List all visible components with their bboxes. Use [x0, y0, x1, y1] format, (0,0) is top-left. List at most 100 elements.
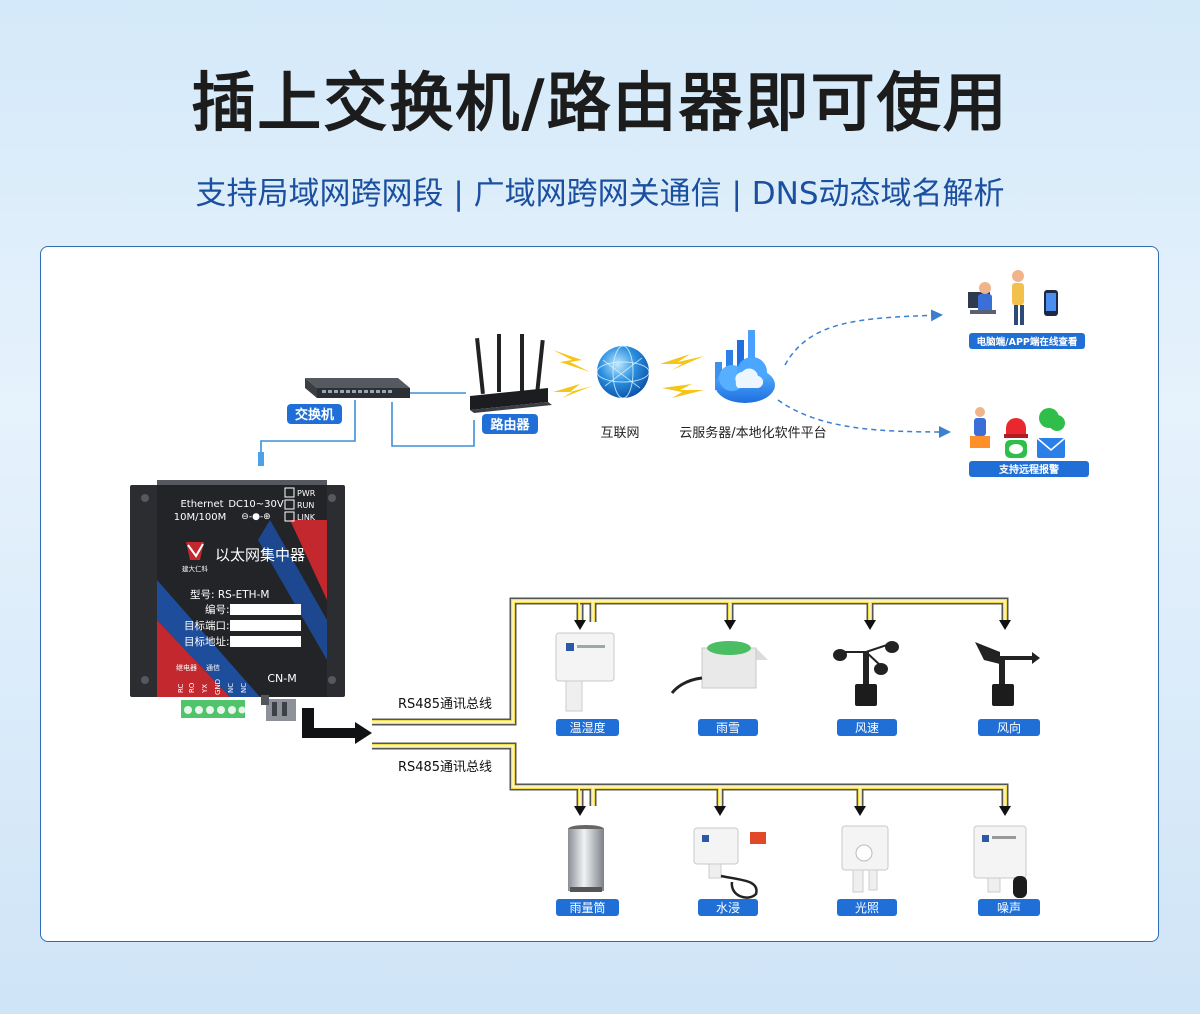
sensor-label: 水浸	[716, 901, 740, 915]
bus-label-1: RS485通讯总线	[398, 697, 492, 712]
alarm-label-bg	[969, 461, 1089, 477]
lightning-icon	[553, 350, 590, 372]
arrow-down-icon	[574, 620, 586, 630]
field-no-label: 编号:	[205, 603, 230, 616]
temp-humidity-sensor-icon	[555, 632, 615, 712]
sensor-label-bg	[837, 899, 897, 916]
power-label: DC10~30V	[228, 499, 284, 510]
rain-gauge-icon	[568, 825, 604, 892]
arrow-down-icon	[999, 620, 1011, 630]
internet-globe-icon	[596, 345, 650, 399]
light-sensor-icon	[841, 825, 889, 893]
speed-label: 10M/100M	[174, 512, 226, 523]
page-subtitle: 支持局域网跨网段 | 广域网跨网关通信 | DNS动态域名解析	[195, 176, 1005, 212]
person-icon	[1012, 270, 1024, 282]
switch-label-bg	[287, 404, 342, 424]
rain-snow-sensor-icon	[670, 641, 768, 694]
switch-label: 交换机	[295, 407, 334, 423]
bus-line-2	[372, 742, 584, 806]
view-label-bg	[969, 333, 1085, 349]
ethernet-label: Ethernet	[180, 499, 223, 510]
view-label: 电脑端/APP端在线查看	[977, 336, 1078, 348]
led-link-indicator	[284, 511, 295, 522]
sensor-label-bg	[978, 719, 1040, 736]
field-no-box	[230, 604, 301, 615]
lightning-icon	[662, 384, 704, 398]
arrow-down-icon	[574, 806, 586, 816]
field-addr-label: 目标地址:	[184, 635, 230, 648]
sensor-label: 雨雪	[716, 721, 740, 735]
pin-label: NC	[227, 683, 235, 693]
arrow-to-view	[784, 309, 943, 366]
arrow-down-icon	[999, 806, 1011, 816]
brand-sub: 建大仁科	[182, 564, 209, 573]
cloud-label: 云服务器/本地化软件平台	[679, 425, 826, 441]
sensor-label: 雨量筒	[569, 900, 605, 915]
led-run-indicator	[284, 499, 295, 510]
sensor-label: 风速	[855, 721, 879, 735]
brand-name: 以太网集中器	[215, 546, 305, 564]
bus-line-1	[372, 597, 584, 726]
pin-label: RO	[188, 682, 196, 693]
router-label: 路由器	[490, 417, 530, 433]
pin-labels: RC RO YX GND NC NC	[177, 679, 248, 695]
sensor-label-bg	[978, 899, 1040, 916]
lightning-icon	[553, 384, 592, 398]
sensor-label: 温湿度	[569, 720, 605, 735]
comm-label: 通信	[206, 663, 220, 672]
output-arrow-icon	[302, 708, 372, 744]
bus-line-2-trunk	[580, 783, 1009, 806]
arrow-to-alarm	[777, 399, 951, 438]
ethernet-cables	[260, 392, 475, 458]
brand-logo-icon	[186, 542, 204, 560]
arrow-down-icon	[724, 620, 736, 630]
cloud-server-icon	[715, 330, 775, 403]
water-leak-sensor-icon	[693, 827, 766, 899]
wireless-bolts	[553, 350, 704, 398]
field-port-box	[230, 620, 301, 631]
sensor-label-bg	[837, 719, 897, 736]
switch-icon	[305, 378, 410, 398]
lightning-icon	[660, 354, 704, 370]
sensor-label-bg	[698, 899, 758, 916]
arrow-down-icon	[864, 620, 876, 630]
router-label-bg	[482, 414, 538, 434]
alarm-label: 支持远程报警	[998, 463, 1059, 476]
arrow-down-icon	[854, 806, 866, 816]
sensor-label-bg	[556, 899, 619, 916]
wind-direction-sensor-icon	[975, 642, 1040, 706]
bus-label-2: RS485通讯总线	[398, 760, 492, 775]
wind-speed-sensor-icon	[833, 641, 899, 706]
internet-label: 互联网	[600, 426, 639, 441]
page-title: 插上交换机/路由器即可使用	[191, 67, 1009, 141]
arrow-down-icon	[714, 806, 726, 816]
connector-plug	[261, 695, 296, 721]
pin-label: RC	[177, 683, 185, 693]
polarity-symbol: ⊖-●-⊕	[241, 512, 270, 522]
noise-sensor-icon	[973, 825, 1027, 898]
cable-plug	[258, 452, 264, 466]
relay-label: 继电器	[176, 663, 197, 672]
led-link-label: LINK	[297, 513, 316, 522]
pin-label: GND	[214, 679, 222, 695]
sensor-label-bg	[556, 719, 619, 736]
remote-alarm-illustration	[970, 407, 1066, 458]
router-icon	[470, 334, 552, 413]
sensor-label: 噪声	[997, 901, 1021, 915]
model-label: 型号: RS-ETH-M	[190, 588, 269, 601]
bus-line-1-trunk	[580, 597, 1009, 622]
terminal-block	[181, 700, 246, 718]
sensor-label: 光照	[855, 901, 879, 915]
pin-label: NC	[240, 683, 248, 693]
person-icon	[979, 282, 991, 294]
field-addr-box	[230, 636, 301, 647]
led-pwr-label: PWR	[297, 489, 316, 498]
field-port-label: 目标端口:	[184, 619, 230, 632]
alarm-light-icon	[1006, 418, 1026, 434]
sensor-label-bg	[698, 719, 758, 736]
led-pwr-indicator	[284, 487, 295, 498]
person-icon	[975, 407, 985, 417]
remote-view-illustration	[968, 270, 1058, 325]
pin-label: YX	[201, 684, 209, 694]
